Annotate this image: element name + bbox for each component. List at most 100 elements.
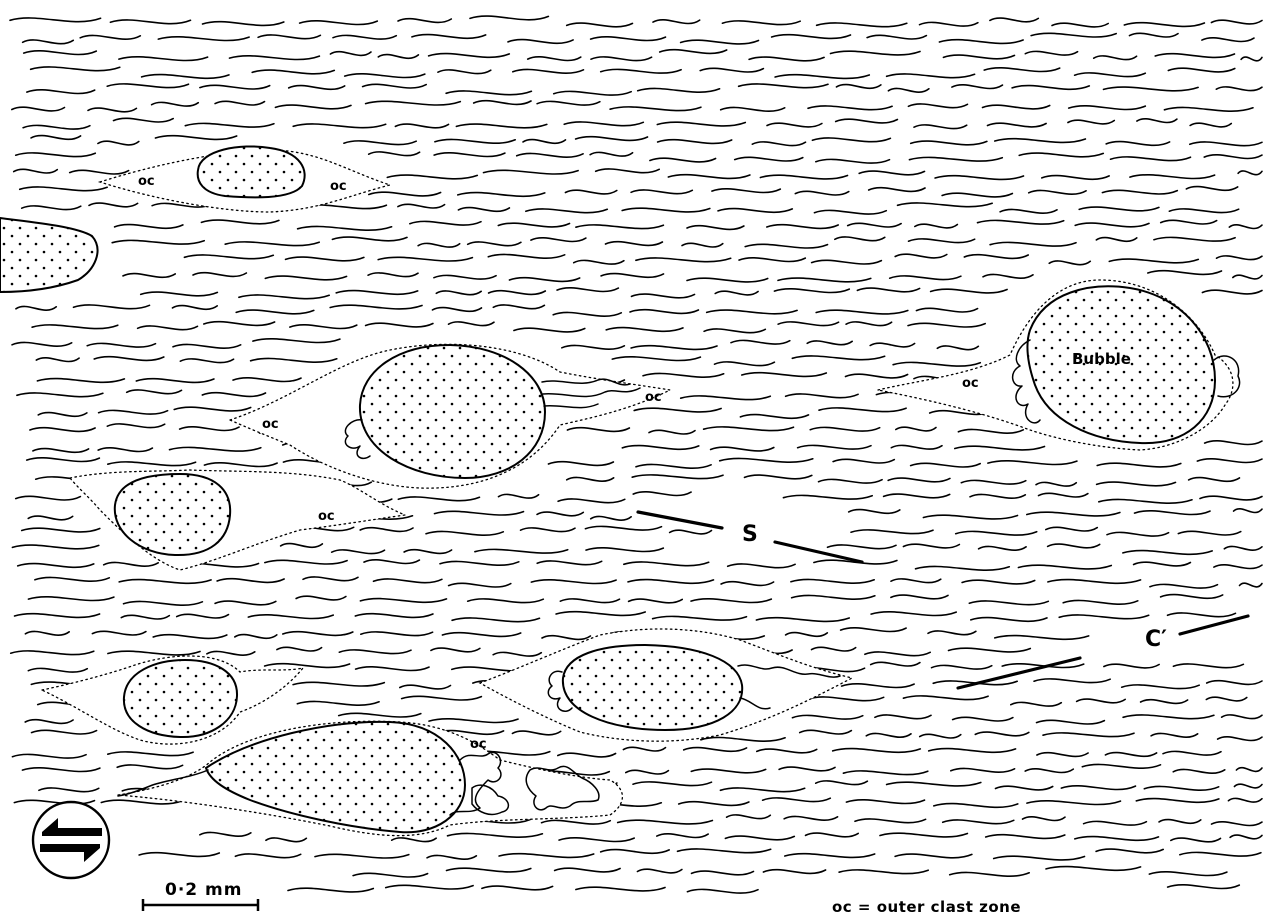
foliation-line [923, 515, 1017, 519]
foliation-line [174, 407, 251, 411]
foliation-line [1204, 155, 1262, 159]
foliation-line [567, 477, 614, 481]
foliation-line [763, 870, 825, 874]
foliation-line [493, 652, 541, 656]
foliation-line [700, 68, 763, 72]
foliation-line [1025, 51, 1077, 55]
foliation-line [537, 512, 583, 516]
foliation-line [890, 276, 961, 280]
foliation-line [1173, 769, 1225, 773]
foliation-line [935, 176, 1023, 180]
foliation-line [1207, 681, 1262, 685]
foliation-line [1171, 838, 1221, 842]
foliation-line [687, 278, 768, 282]
foliation-line [138, 326, 198, 330]
foliation-line [517, 153, 583, 157]
foliation-line [387, 175, 477, 179]
foliation-line [402, 696, 482, 700]
foliation-line [1214, 565, 1262, 569]
foliation-line [836, 119, 898, 123]
foliation-line [303, 577, 358, 581]
foliation-line [871, 662, 920, 666]
foliation-line [893, 362, 980, 366]
foliation-line [426, 531, 503, 535]
foliation-line [436, 291, 481, 295]
foliation-line [203, 22, 284, 26]
foliation-line [366, 101, 461, 105]
foliation-line [808, 106, 892, 110]
foliation-line [499, 494, 539, 498]
foliation-line [35, 577, 109, 581]
foliation-line [958, 429, 1023, 433]
foliation-line [1186, 187, 1237, 191]
foliation-line [363, 84, 427, 88]
foliation-line [1046, 527, 1098, 531]
foliation-line [207, 651, 255, 655]
foliation-line [909, 157, 1002, 161]
foliation-line [1111, 157, 1191, 161]
foliation-line [509, 278, 579, 282]
foliation-line [141, 292, 218, 296]
foliation-line [215, 101, 264, 105]
foliation-line [36, 358, 79, 362]
foliation-line [637, 869, 682, 873]
foliation-line [964, 255, 1028, 259]
foliation-line [369, 152, 420, 156]
clast [0, 218, 97, 292]
foliation-line [39, 788, 99, 792]
foliation-line [1212, 822, 1263, 826]
foliation-line [435, 511, 524, 515]
foliation-line [1144, 786, 1218, 790]
foliation-line [493, 305, 544, 309]
foliation-line [442, 633, 520, 637]
foliation-line [978, 220, 1064, 224]
foliation-line [806, 833, 859, 837]
foliation-line [678, 849, 771, 853]
foliation-line [888, 88, 929, 92]
foliation-line [1029, 190, 1086, 194]
foliation-line [606, 328, 683, 332]
foliation-line [591, 57, 652, 61]
foliation-line [332, 550, 385, 554]
foliation-line [1190, 123, 1231, 127]
foliation-line [38, 413, 87, 417]
foliation-line [1094, 56, 1137, 60]
foliation-line [360, 528, 413, 532]
foliation-line [37, 379, 124, 383]
foliation-line [173, 344, 241, 348]
foliation-line [836, 85, 881, 89]
foliation-line [628, 580, 714, 584]
foliation-line [1238, 171, 1262, 175]
foliation-line [233, 378, 301, 382]
foliation-line [235, 635, 277, 639]
foliation-line [215, 601, 276, 605]
foliation-line [177, 614, 229, 618]
foliation-line [660, 50, 727, 54]
foliation-line [846, 322, 892, 326]
foliation-line [16, 153, 96, 157]
foliation-line [512, 731, 560, 735]
clast [42, 656, 303, 744]
foliation-line [1104, 87, 1199, 91]
foliation-line [707, 310, 797, 314]
foliation-line [691, 599, 771, 603]
foliation-line [928, 631, 976, 635]
foliation-line [908, 104, 967, 108]
foliation-line [345, 74, 425, 78]
shear-sense-icon [33, 802, 109, 878]
foliation-line [475, 549, 568, 553]
foliation-line [330, 52, 371, 56]
foliation-line [139, 853, 219, 857]
foliation-line [230, 56, 320, 60]
foliation-line [300, 21, 378, 25]
foliation-line [1236, 768, 1262, 772]
foliation-line [513, 69, 584, 73]
foliation-line [265, 560, 347, 564]
foliation-line [1105, 753, 1156, 757]
foliation-line [681, 396, 771, 400]
foliation-line [364, 560, 419, 564]
foliation-line [537, 101, 600, 105]
foliation-line [817, 23, 907, 27]
bubble-label: Bubble [1072, 350, 1131, 368]
foliation-line [1075, 223, 1149, 227]
